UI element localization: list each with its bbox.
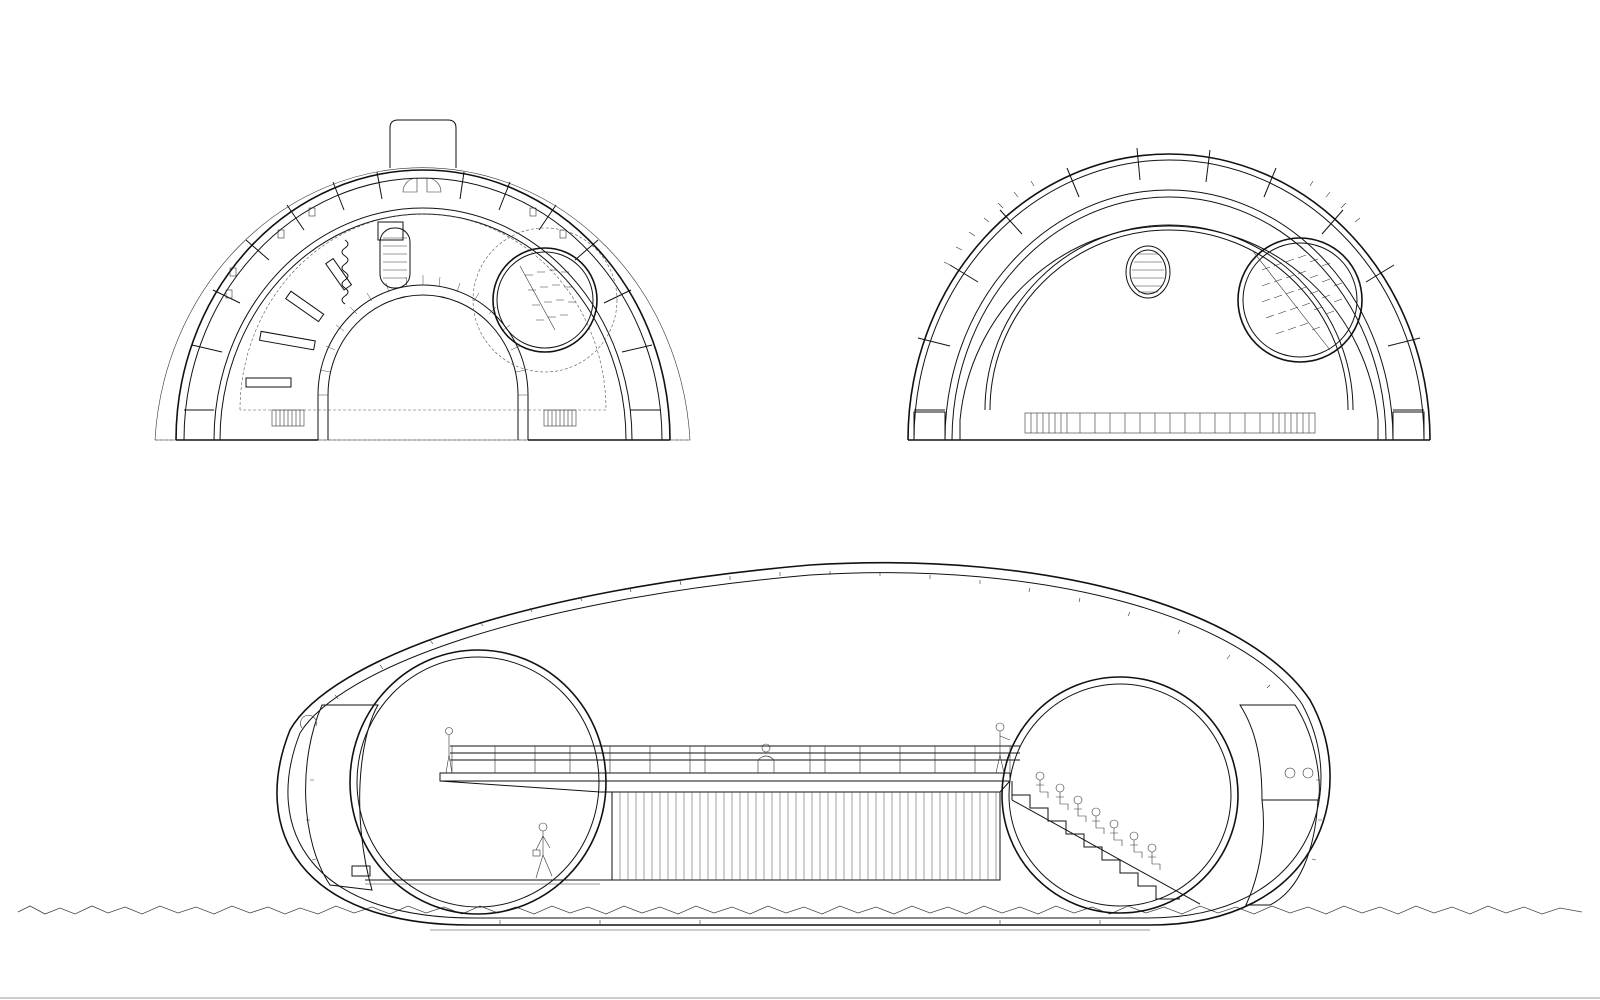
roof-plan-end-block-left xyxy=(913,411,946,441)
floor-plan-room-ring xyxy=(213,207,633,441)
floor-plan-outer-wall xyxy=(175,169,671,441)
section xyxy=(17,561,1583,931)
section-figure-right-deck xyxy=(995,722,1011,774)
floor-plan-central-arch xyxy=(317,284,529,440)
floor-plan-arch-hatching xyxy=(318,275,528,396)
roof-plan-outer-shell xyxy=(907,153,1431,441)
floor-plan-desks xyxy=(245,257,353,388)
floor-plan-site-outline xyxy=(154,167,691,441)
section-right-pod xyxy=(1239,704,1320,801)
section-left-chamber xyxy=(349,649,607,915)
roof-plan-edge-studs xyxy=(943,180,1361,266)
roof-plan-grille xyxy=(1024,412,1316,434)
section-auditorium-steps xyxy=(1011,781,1201,905)
roof-plan-auditorium xyxy=(1237,237,1363,363)
floor-plan-grilles xyxy=(271,409,577,427)
roof-plan-end-block-right xyxy=(1392,411,1425,441)
roof-plan xyxy=(907,147,1431,441)
roof-plan-inner-dome xyxy=(984,224,1354,411)
floor-plan xyxy=(154,119,691,441)
section-ground-line xyxy=(17,905,1583,915)
section-audience xyxy=(1035,771,1161,870)
floor-plan-wavy-wall xyxy=(341,239,349,305)
section-shell-ticks xyxy=(306,571,1322,924)
section-outer-shell xyxy=(276,561,1331,926)
floor-plan-auditorium xyxy=(472,227,618,373)
section-left-pod xyxy=(305,704,379,891)
roof-plan-skylight xyxy=(1125,245,1171,299)
section-figure-center-deck xyxy=(757,743,775,773)
floor-plan-tower xyxy=(389,119,457,168)
section-underdeck-wall xyxy=(611,792,1001,881)
floor-plan-partitions xyxy=(184,171,660,411)
section-figure-left-deck xyxy=(445,727,453,774)
floor-plan-doors xyxy=(225,177,567,299)
floor-plan-dashed-zone xyxy=(239,213,607,411)
section-figure-walking xyxy=(532,822,553,879)
roof-plan-panel-joints xyxy=(914,147,1424,411)
section-bridge-deck xyxy=(439,745,1020,793)
roof-plan-panel-band xyxy=(944,189,1394,441)
section-auditorium-chamber xyxy=(1001,676,1239,914)
floor-plan-stair xyxy=(377,221,411,289)
